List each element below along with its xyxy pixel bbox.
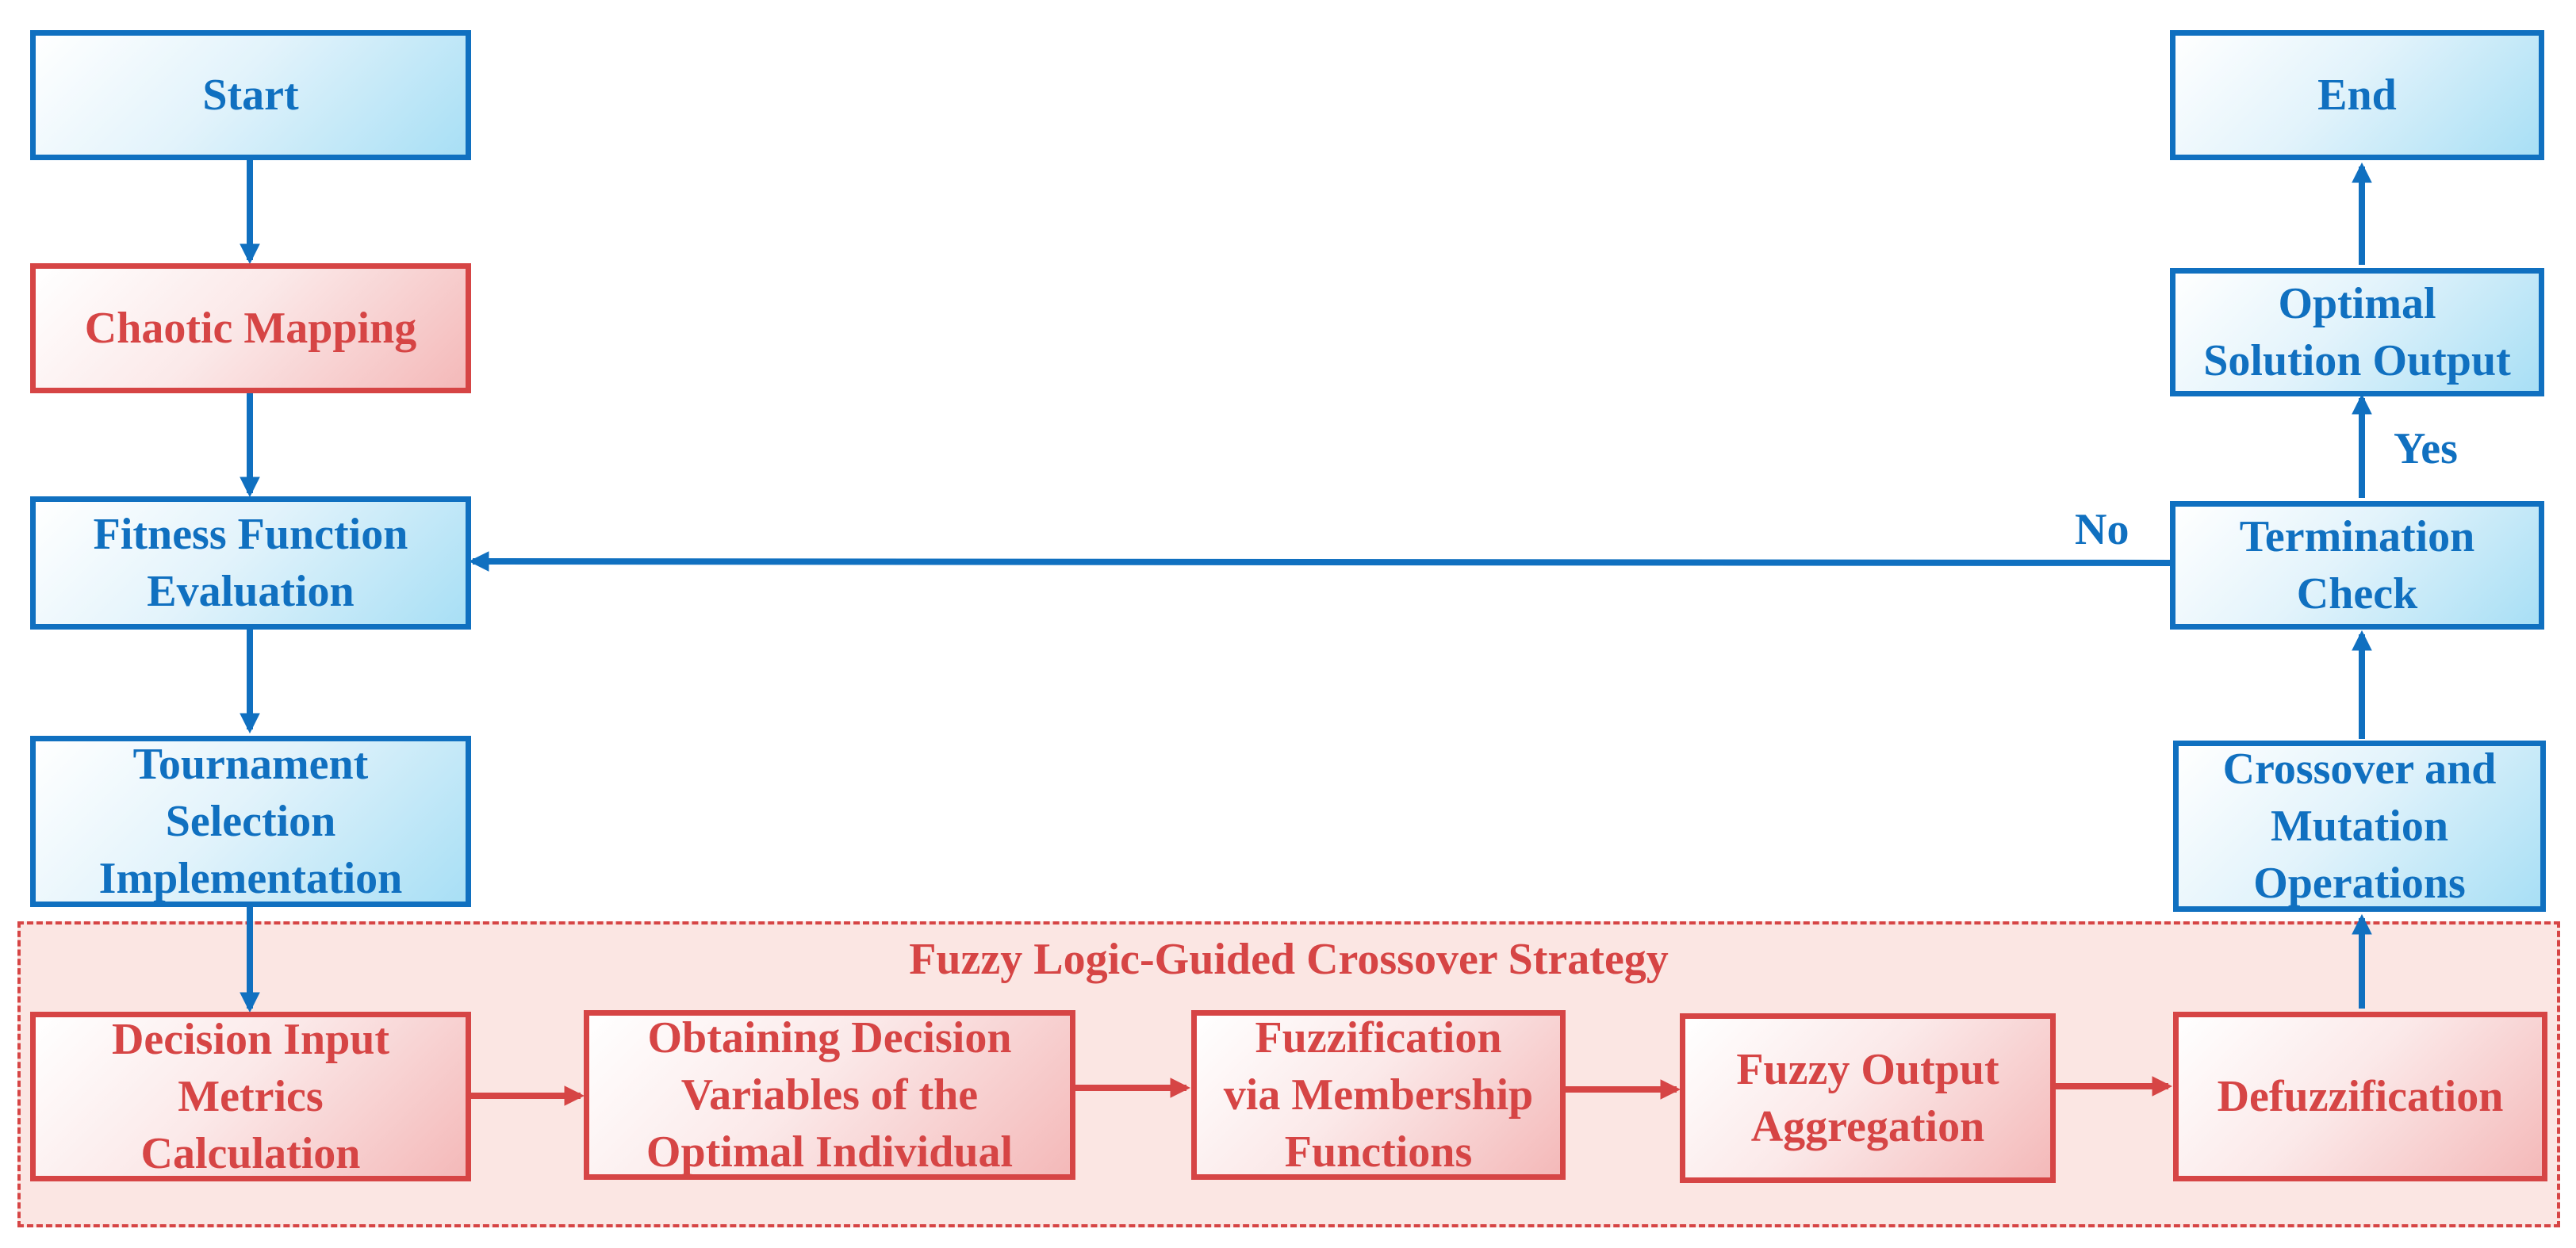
fuzzy-output-aggregation-node: Fuzzy Output Aggregation (1680, 1013, 2056, 1183)
end-node: End (2170, 30, 2544, 160)
chaotic-mapping-node: Chaotic Mapping (30, 263, 471, 393)
termination-check-node: Termination Check (2170, 501, 2544, 630)
decision-input-metrics-node: Decision Input Metrics Calculation (30, 1012, 471, 1181)
fuzzification-node: Fuzzification via Membership Functions (1191, 1010, 1566, 1180)
fitness-evaluation-node: Fitness Function Evaluation (30, 496, 471, 630)
obtaining-decision-variables-node: Obtaining Decision Variables of the Opti… (584, 1010, 1075, 1180)
fuzzy-region-title: Fuzzy Logic-Guided Crossover Strategy (909, 935, 1669, 984)
yes-label: Yes (2394, 424, 2458, 473)
no-label: No (2075, 505, 2129, 554)
optimal-solution-output-node: Optimal Solution Output (2170, 268, 2544, 396)
crossover-mutation-node: Crossover and Mutation Operations (2173, 741, 2546, 912)
arrow-termination-to-fitness (468, 551, 2171, 572)
start-node: Start (30, 30, 471, 160)
defuzzification-node: Defuzzification (2173, 1012, 2547, 1181)
tournament-selection-node: Tournament Selection Implementation (30, 736, 471, 907)
